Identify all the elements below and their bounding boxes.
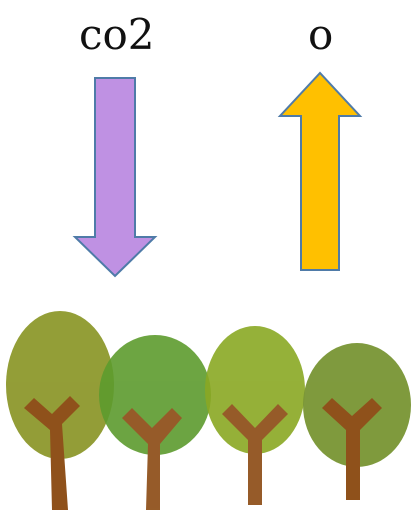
oxygen-label: o [308,10,334,59]
tree-1-trunk [24,396,80,510]
tree-4-trunk [322,398,382,500]
co2-down-arrow [72,77,158,278]
tree-1-crown [6,311,114,459]
tree-4 [303,343,411,500]
tree-2-trunk [122,408,182,510]
tree-4-crown [303,343,411,467]
tree-3 [205,326,305,505]
tree-3-trunk [222,404,288,505]
oxygen-up-arrow [277,71,363,271]
tree-2 [99,335,211,510]
co2-label: co2 [79,10,155,59]
tree-1 [6,311,114,510]
tree-2-crown [99,335,211,455]
